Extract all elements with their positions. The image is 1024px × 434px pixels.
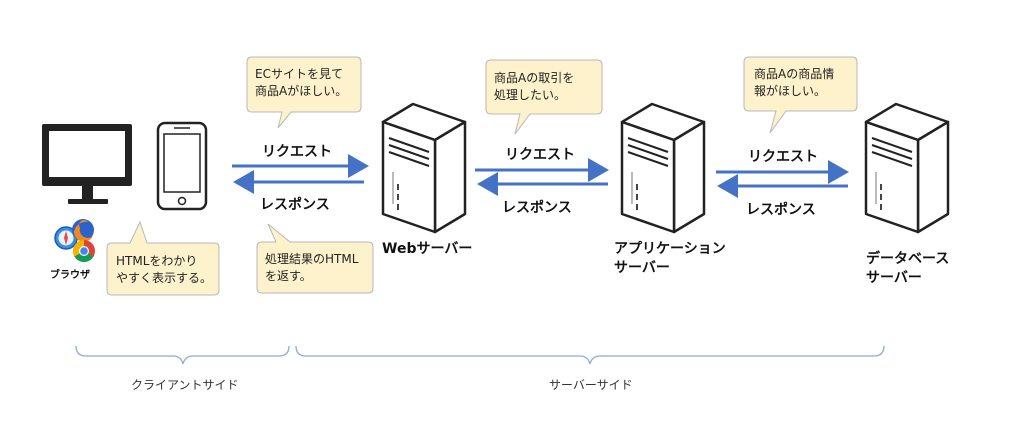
bubble-html-display-shape: [106, 220, 220, 296]
bubble-ec-site-text: ECサイトを見て 商品Aがほしい。: [255, 67, 348, 98]
request-label-3: リクエスト: [748, 149, 818, 165]
monitor-icon: [42, 124, 132, 204]
bubble-return-html-text: 処理結果のHTML を返す。: [265, 252, 359, 283]
request-label-2: リクエスト: [505, 147, 575, 163]
browser-label: ブラウザ: [50, 270, 90, 281]
bubble-transaction-shape: [485, 59, 603, 135]
request-label-1: リクエスト: [262, 144, 332, 160]
server-side-label: サーバーサイド: [549, 378, 633, 392]
client-side-brace: [75, 345, 290, 365]
server-side-brace: [295, 345, 885, 365]
firefox-icon: [72, 219, 94, 242]
app-server-label: アプリケーション サーバー: [614, 241, 726, 276]
bubble-html-display-text: HTMLをわかり やすく表示する。: [116, 254, 213, 285]
response-label-3: レスポンス: [746, 202, 816, 218]
response-label-2: レスポンス: [502, 200, 572, 216]
smartphone-icon: [156, 121, 208, 211]
web-server-label: Webサーバー: [382, 241, 473, 257]
web-server-icon: [381, 102, 467, 234]
db-server-label: データベース サーバー: [866, 251, 950, 286]
client-side-label: クライアントサイド: [131, 378, 239, 392]
bubble-product-info-shape: [743, 56, 858, 134]
db-server-icon: [864, 102, 950, 234]
app-server-icon: [620, 102, 706, 234]
bubble-ec-site-shape: [246, 56, 362, 129]
chrome-icon: [73, 240, 95, 262]
bubble-product-info-text: 商品Aの商品情 報がほしい。: [754, 67, 835, 98]
bubble-transaction-text: 商品Aの取引を 処理したい。: [494, 71, 575, 102]
bubble-return-html-shape: [256, 223, 374, 294]
safari-icon: [54, 226, 78, 250]
response-label-1: レスポンス: [260, 197, 330, 213]
